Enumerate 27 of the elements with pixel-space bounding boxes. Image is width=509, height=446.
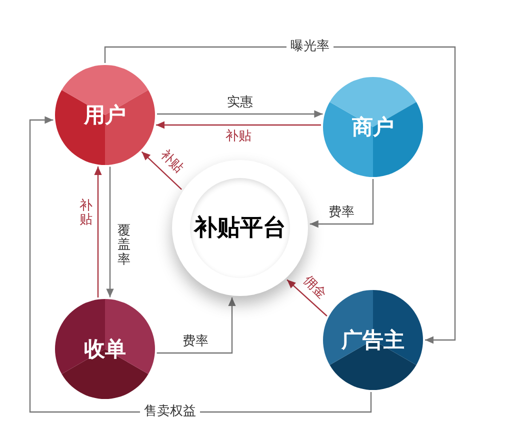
pie-circle	[55, 65, 155, 165]
node-label: 收单	[84, 336, 126, 362]
connector-arrow	[104, 46, 456, 344]
edge-label: 补贴	[156, 146, 186, 177]
edge-label: 补贴	[80, 200, 92, 228]
edge-label: 费率	[328, 204, 354, 222]
connector-arrow	[29, 116, 372, 413]
edge-label: 补贴	[226, 128, 252, 146]
connector-arrow	[106, 166, 114, 298]
node-label: 广告主	[342, 326, 404, 354]
node-label: 商户	[352, 114, 394, 140]
edge-label: 费率	[182, 334, 208, 350]
connector-arrow	[286, 279, 328, 316]
connector-arrow	[310, 179, 374, 228]
pie-circle	[323, 77, 423, 177]
pie-circle	[55, 299, 155, 399]
connector-arrow	[157, 110, 323, 118]
edge-label: 佣金	[299, 272, 329, 303]
connector-arrow	[94, 166, 102, 298]
connector-arrow	[156, 121, 321, 129]
pie-circle	[323, 290, 423, 390]
node-label: 用户	[84, 102, 126, 128]
edge-label: 实惠	[226, 94, 253, 112]
connector-arrow	[141, 151, 182, 190]
edge-label: 覆盖率	[118, 224, 130, 268]
connector-arrow	[156, 298, 236, 354]
node-label: 补贴平台	[194, 214, 286, 242]
